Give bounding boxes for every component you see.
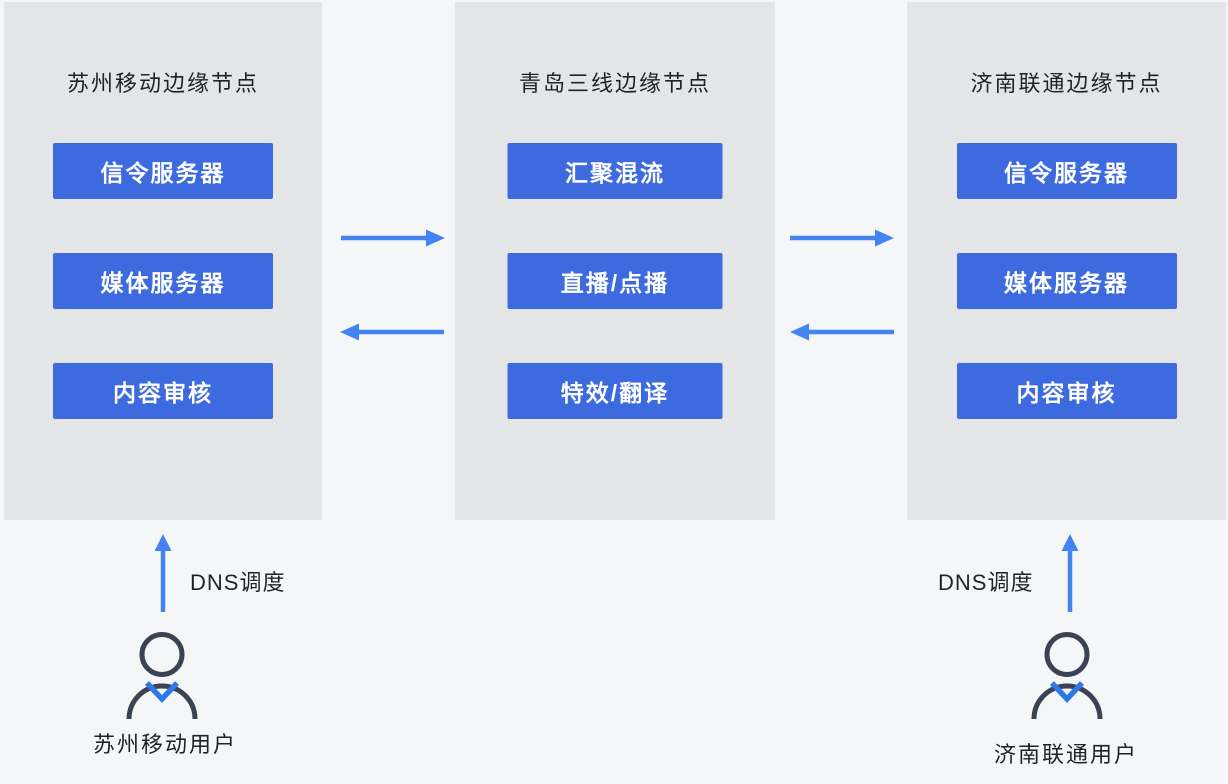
- panel-suzhou-mobile-edge-node: 苏州移动边缘节点 信令服务器 媒体服务器 内容审核: [4, 2, 322, 520]
- panel-qingdao-threeline-edge-node: 青岛三线边缘节点 汇聚混流 直播/点播 特效/翻译: [455, 2, 775, 520]
- dns-scheduling-label: DNS调度: [190, 570, 286, 595]
- arrow-left-icon: [340, 323, 444, 341]
- panel-title: 济南联通边缘节点: [970, 71, 1163, 96]
- arrow-right-icon: [341, 229, 445, 247]
- panel-title: 青岛三线边缘节点: [518, 71, 711, 96]
- arrow-left-icon: [790, 323, 894, 341]
- user-label-suzhou-mobile: 苏州移动用户: [92, 732, 238, 757]
- node-content-review: 内容审核: [956, 363, 1177, 419]
- node-signaling-server: 信令服务器: [956, 143, 1177, 199]
- dns-scheduling-label: DNS调度: [938, 570, 1034, 595]
- user-icon: [1031, 632, 1103, 719]
- arrow-right-icon: [790, 229, 894, 247]
- panel-jinan-unicom-edge-node: 济南联通边缘节点 信令服务器 媒体服务器 内容审核: [907, 2, 1226, 520]
- node-live-vod: 直播/点播: [507, 253, 723, 309]
- user-label-jinan-unicom: 济南联通用户: [993, 742, 1139, 767]
- node-effects-translation: 特效/翻译: [507, 363, 723, 419]
- arrow-up-icon: [154, 534, 172, 612]
- node-aggregate-mix: 汇聚混流: [507, 143, 723, 199]
- arrow-up-icon: [1061, 534, 1079, 612]
- panel-title: 苏州移动边缘节点: [66, 71, 259, 96]
- user-icon: [126, 632, 198, 719]
- node-signaling-server: 信令服务器: [53, 143, 273, 199]
- node-content-review: 内容审核: [53, 363, 273, 419]
- node-media-server: 媒体服务器: [956, 253, 1177, 309]
- node-media-server: 媒体服务器: [53, 253, 273, 309]
